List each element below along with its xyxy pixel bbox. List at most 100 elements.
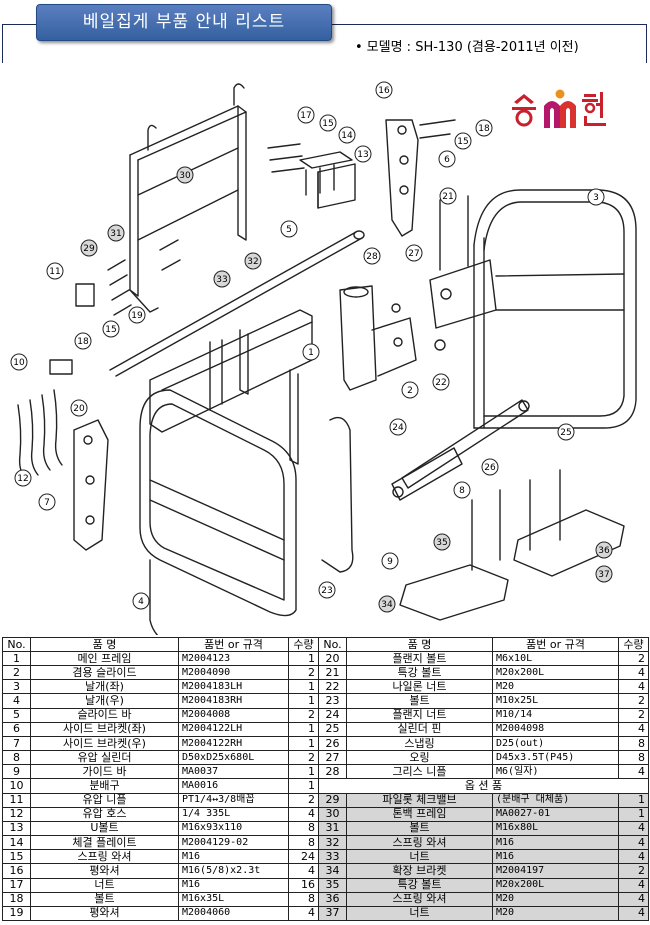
logo-m-mark (544, 89, 576, 128)
part-qty: 1 (288, 764, 319, 780)
part-qty: 1 (288, 679, 319, 695)
part-qty: 16 (288, 877, 319, 893)
part-no: 14 (2, 835, 31, 851)
svg-text:33: 33 (216, 275, 227, 285)
svg-text:4: 4 (138, 597, 144, 607)
part-name: 사이드 브라켓(우) (30, 735, 179, 752)
header-code: 품번 or 규격 (492, 637, 619, 652)
exploded-parts-diagram: 1 2 3 4 5 6 7 8 9 10 11 12 13 14 15 15 1… (10, 81, 637, 635)
option-part-qty: 4 (618, 891, 649, 907)
option-part-code: (분배구 대체품) (492, 792, 619, 808)
part-6-side-bracket (385, 119, 456, 237)
option-part-name: 파일롯 체크밸브 (346, 792, 493, 808)
option-part-code: M20 (492, 905, 619, 922)
part-no: 4 (2, 693, 31, 709)
part-code: M16 (178, 877, 289, 893)
part-no: 1 (2, 650, 31, 667)
header-code: 품번 or 규격 (178, 637, 289, 652)
header-name: 품 명 (346, 637, 493, 652)
option-part-no: 32 (318, 835, 347, 851)
part-qty: 2 (288, 750, 319, 766)
option-part-no: 31 (318, 820, 347, 837)
svg-text:19: 19 (131, 311, 143, 321)
part-code: D50xD25x680L (178, 750, 289, 766)
option-part-qty: 4 (618, 820, 649, 837)
part-qty: 4 (618, 679, 649, 695)
part-qty: 8 (288, 891, 319, 907)
part-2-slides (339, 285, 417, 391)
part-no: 13 (2, 820, 31, 837)
svg-text:5: 5 (286, 225, 292, 235)
table-header-row: No. 품 명 품번 or 규격 수량 No. 품 명 품번 or 규격 수량 (2, 637, 649, 652)
part-no: 7 (2, 735, 31, 752)
part-qty: 8 (288, 820, 319, 837)
part-5-slide-bar (109, 230, 365, 377)
svg-text:15: 15 (457, 137, 468, 147)
part-7-side-bracket-left (73, 419, 109, 551)
part-name: 스냅링 (346, 735, 493, 752)
svg-text:12: 12 (17, 474, 28, 484)
svg-text:18: 18 (478, 124, 490, 134)
svg-text:30: 30 (179, 171, 191, 181)
part-code: M10/14 (492, 707, 619, 723)
header-no: No. (2, 637, 31, 652)
svg-text:9: 9 (387, 557, 393, 567)
part-name: 날개(우) (30, 693, 179, 709)
part-name: 유압 호스 (30, 806, 179, 822)
part-21-bolts (439, 195, 469, 271)
part-30-tonbag-frame (129, 83, 247, 313)
svg-text:23: 23 (321, 586, 332, 596)
option-part-name: 톤백 프레임 (346, 806, 493, 822)
part-31-bolts (107, 239, 181, 316)
svg-text:15: 15 (322, 119, 333, 129)
svg-text:6: 6 (444, 155, 450, 165)
svg-text:7: 7 (44, 498, 50, 508)
svg-text:24: 24 (392, 423, 404, 433)
header-no: No. (318, 637, 347, 652)
option-part-qty: 1 (618, 792, 649, 808)
part-name: 가이드 바 (30, 764, 179, 780)
part-4-left-wing (139, 389, 297, 635)
part-no: 17 (2, 877, 31, 893)
option-part-name: 스프링 와셔 (346, 891, 493, 907)
option-part-code: M16 (492, 835, 619, 851)
bullet-icon: • (355, 40, 363, 55)
part-no: 10 (2, 778, 31, 794)
part-code: M2004183LH (178, 679, 289, 695)
part-qty: 4 (618, 764, 649, 780)
part-no: 2 (2, 665, 31, 681)
part-code: M20x200L (492, 665, 619, 681)
svg-text:32: 32 (247, 257, 258, 267)
part-qty: 1 (288, 650, 319, 667)
part-code: M20 (492, 679, 619, 695)
part-22-nut (434, 339, 446, 351)
part-no: 20 (318, 650, 347, 667)
svg-text:36: 36 (598, 546, 610, 556)
svg-text:17: 17 (300, 111, 311, 121)
option-part-qty: 1 (618, 806, 649, 822)
part-qty: 4 (288, 905, 319, 922)
option-parts-header: 옵 션 품 (318, 778, 649, 794)
part-name: 너트 (30, 877, 179, 893)
part-qty: 2 (288, 665, 319, 681)
svg-text:18: 18 (77, 337, 89, 347)
option-part-name: 너트 (346, 905, 493, 922)
part-code: MA0037 (178, 764, 289, 780)
option-part-code: MA0027-01 (492, 806, 619, 822)
part-no: 28 (318, 764, 347, 780)
part-no: 3 (2, 679, 31, 695)
svg-text:15: 15 (105, 325, 116, 335)
option-part-name: 확장 브라켓 (346, 863, 493, 879)
option-part-qty: 4 (618, 877, 649, 893)
part-qty: 8 (618, 735, 649, 752)
part-no: 19 (2, 905, 31, 922)
part-no: 12 (2, 806, 31, 822)
svg-text:22: 22 (435, 378, 446, 388)
part-qty: 4 (618, 721, 649, 737)
